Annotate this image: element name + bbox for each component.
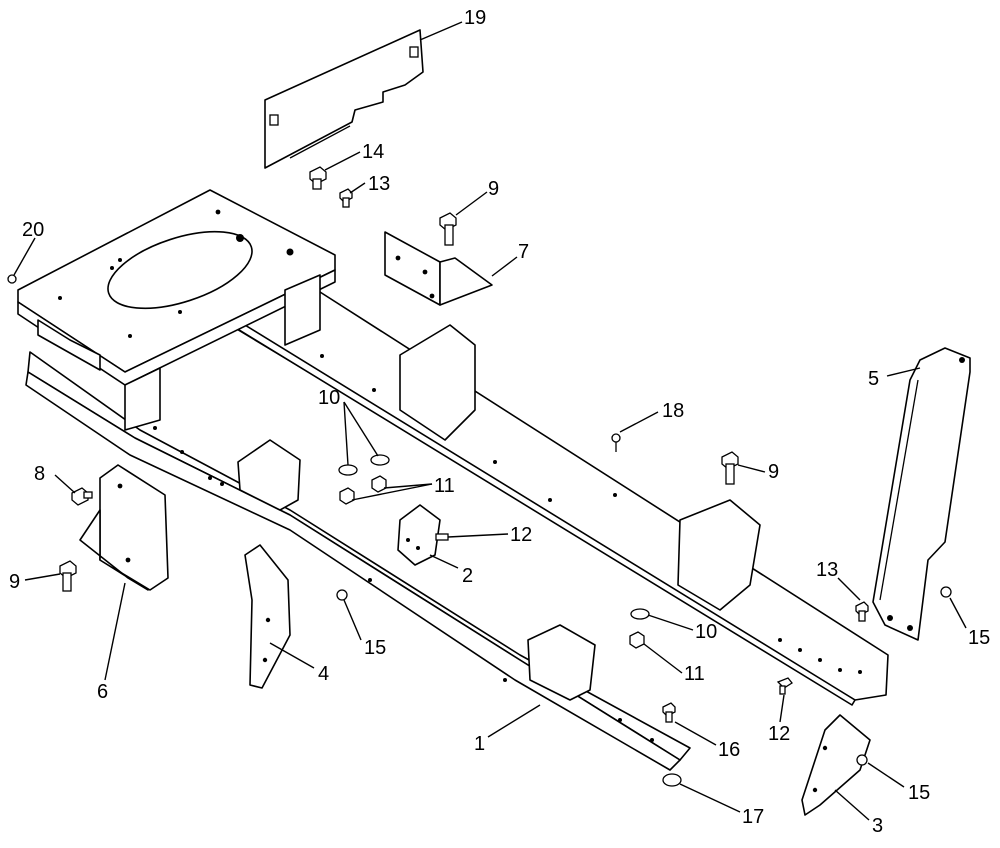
part-19-shield-plate: [264, 29, 424, 169]
part-5-support-bar: [872, 347, 971, 641]
hardware: [7, 166, 952, 787]
callout-15b: 15: [968, 627, 990, 649]
callout-16: 16: [718, 739, 740, 761]
callout-17: 17: [742, 806, 764, 828]
callout-13b: 13: [816, 559, 838, 581]
part-2-bracket: [397, 504, 441, 566]
callout-8: 8: [34, 463, 45, 485]
leader-lines: [13, 21, 967, 821]
callout-10b: 10: [695, 621, 717, 643]
callout-6: 6: [97, 681, 108, 703]
callout-20: 20: [22, 219, 44, 241]
callout-3: 3: [872, 815, 883, 837]
callout-19: 19: [464, 7, 486, 29]
callout-13a: 13: [368, 173, 390, 195]
callout-11a: 11: [434, 475, 455, 497]
front-deck-plate: [17, 189, 336, 431]
callout-18: 18: [662, 400, 684, 422]
callouts: 1 2 3 4 5 6 7 8 9 9 9 10 10 11 11 12 12 …: [9, 7, 990, 837]
callout-9c: 9: [9, 571, 20, 593]
callout-9b: 9: [768, 461, 779, 483]
part-3-bracket: [801, 714, 871, 816]
callout-12a: 12: [510, 524, 532, 546]
part-6-bracket: [79, 464, 169, 591]
callout-11b: 11: [684, 663, 705, 685]
part-4-bracket: [244, 544, 291, 689]
part-7-bracket: [384, 231, 493, 306]
callout-12b: 12: [768, 723, 790, 745]
callout-5: 5: [868, 368, 879, 390]
callout-4: 4: [318, 663, 329, 685]
callout-9a: 9: [488, 178, 499, 200]
callout-15a: 15: [364, 637, 386, 659]
callout-2: 2: [462, 565, 473, 587]
callout-14: 14: [362, 141, 384, 163]
callout-10a: 10: [318, 387, 340, 409]
part-1-main-frame: [25, 291, 889, 771]
callout-7: 7: [518, 241, 529, 263]
callout-15c: 15: [908, 782, 930, 804]
callout-1: 1: [474, 733, 485, 755]
